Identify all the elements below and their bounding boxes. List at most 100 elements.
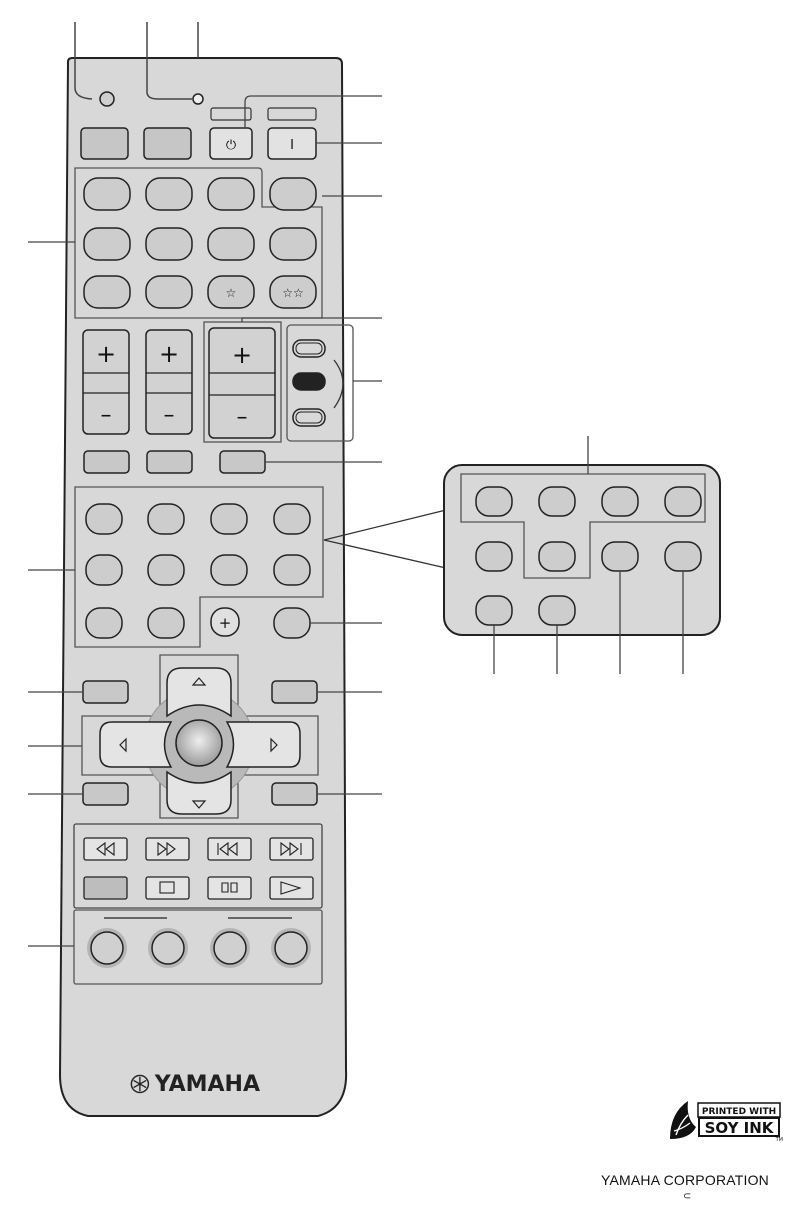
numeric-keypad: + xyxy=(85,503,311,639)
top-button-1[interactable] xyxy=(80,127,129,160)
level-rocker-1: + – xyxy=(82,329,130,435)
function-button-1[interactable] xyxy=(83,450,130,474)
zoom-button[interactable] xyxy=(475,595,513,626)
number-button[interactable] xyxy=(147,554,185,586)
company-mark: ⊂ xyxy=(683,1191,692,1202)
number-button[interactable] xyxy=(210,503,248,535)
number-button[interactable] xyxy=(147,607,185,639)
plus-icon[interactable]: + xyxy=(159,340,179,368)
cursor-up-button[interactable] xyxy=(166,667,232,718)
zoom-button[interactable] xyxy=(538,541,576,572)
favorite-button-1[interactable] xyxy=(207,275,255,309)
zoom-button[interactable] xyxy=(475,486,513,517)
yamaha-brand: YAMAHA xyxy=(130,1068,260,1100)
volume-up-icon[interactable]: + xyxy=(232,341,252,369)
double-star-icon: ☆☆ xyxy=(282,286,304,300)
favorite-button-2[interactable] xyxy=(269,275,317,309)
menu-button-right[interactable] xyxy=(271,680,318,704)
left-arrow-icon xyxy=(119,737,127,753)
play-icon xyxy=(280,881,302,895)
pause-icon xyxy=(221,882,238,893)
round-button[interactable] xyxy=(213,931,247,965)
standby-icon: ⏻ xyxy=(226,138,236,153)
input-button[interactable] xyxy=(145,177,193,211)
rewind-icon xyxy=(96,841,115,857)
zoom-button[interactable] xyxy=(475,541,513,572)
soy-tm: TM xyxy=(775,1137,783,1143)
input-button[interactable] xyxy=(269,227,317,261)
input-button[interactable] xyxy=(83,227,131,261)
record-button[interactable] xyxy=(83,876,128,900)
bottom-round-buttons xyxy=(87,928,311,968)
zoom-button[interactable] xyxy=(664,486,702,517)
star-icon: ☆ xyxy=(226,286,237,300)
cursor-right-button[interactable] xyxy=(225,721,301,768)
brand-name: YAMAHA xyxy=(154,1071,260,1097)
number-button[interactable] xyxy=(273,554,311,586)
callout-lines-right xyxy=(241,95,382,795)
input-button[interactable] xyxy=(83,275,131,309)
zoom-button[interactable] xyxy=(538,486,576,517)
zoom-button[interactable] xyxy=(601,541,639,572)
zoom-inset xyxy=(443,436,721,674)
input-button[interactable] xyxy=(269,177,317,211)
minus-icon[interactable]: – xyxy=(101,403,112,428)
soy-line1: PRINTED WITH xyxy=(702,1107,776,1117)
number-button[interactable] xyxy=(85,503,123,535)
standby-button[interactable] xyxy=(209,127,253,160)
stop-button[interactable] xyxy=(145,876,190,900)
pause-button[interactable] xyxy=(207,876,252,900)
up-arrow-icon xyxy=(191,677,207,686)
menu-button-left[interactable] xyxy=(82,680,129,704)
round-button[interactable] xyxy=(151,931,185,965)
right-arrow-icon xyxy=(270,737,278,753)
down-arrow-icon xyxy=(191,800,207,809)
zoom-button[interactable] xyxy=(538,595,576,626)
number-button[interactable] xyxy=(273,607,311,639)
number-button[interactable] xyxy=(85,554,123,586)
zoom-button[interactable] xyxy=(601,486,639,517)
zoom-button[interactable] xyxy=(664,541,702,572)
soy-line2: SOY INK xyxy=(705,1119,775,1137)
company-name: YAMAHA CORPORATION xyxy=(601,1172,769,1188)
cursor-down-button[interactable] xyxy=(166,770,232,815)
power-icon: I xyxy=(290,138,294,153)
plus-ten-button[interactable] xyxy=(210,607,240,637)
function-button-3[interactable] xyxy=(219,450,266,474)
skip-forward-icon xyxy=(280,841,302,857)
plus-icon[interactable]: + xyxy=(96,340,116,368)
number-button[interactable] xyxy=(147,503,185,535)
cursor-left-button[interactable] xyxy=(99,721,173,768)
soy-ink-badge: PRINTED WITH SOY INK TM xyxy=(670,1101,783,1143)
stop-icon xyxy=(159,881,175,894)
input-button[interactable] xyxy=(83,177,131,211)
function-button-2[interactable] xyxy=(146,450,193,474)
minus-icon[interactable]: – xyxy=(164,403,175,428)
plus-icon: + xyxy=(219,614,232,632)
round-button[interactable] xyxy=(274,931,308,965)
ir-window xyxy=(192,93,204,105)
number-button[interactable] xyxy=(210,554,248,586)
input-button[interactable] xyxy=(207,227,255,261)
play-button[interactable] xyxy=(269,876,314,900)
top-button-2[interactable] xyxy=(143,127,192,160)
skip-forward-button[interactable] xyxy=(269,837,314,861)
mode-switch[interactable] xyxy=(292,339,326,427)
enter-button[interactable] xyxy=(175,719,223,767)
number-button[interactable] xyxy=(273,503,311,535)
volume-down-icon[interactable]: – xyxy=(237,405,248,430)
directional-pad xyxy=(99,667,301,815)
menu-button-right-2[interactable] xyxy=(271,782,318,806)
input-button[interactable] xyxy=(145,275,193,309)
led-indicator xyxy=(99,91,115,107)
skip-back-icon xyxy=(217,841,238,857)
tuning-fork-logo-icon xyxy=(130,1074,150,1094)
number-button[interactable] xyxy=(85,607,123,639)
round-button[interactable] xyxy=(90,931,124,965)
menu-button-left-2[interactable] xyxy=(82,782,129,806)
input-button[interactable] xyxy=(145,227,193,261)
level-rocker-2: + – xyxy=(145,329,193,435)
transport-controls xyxy=(83,837,314,900)
input-button[interactable] xyxy=(207,177,255,211)
